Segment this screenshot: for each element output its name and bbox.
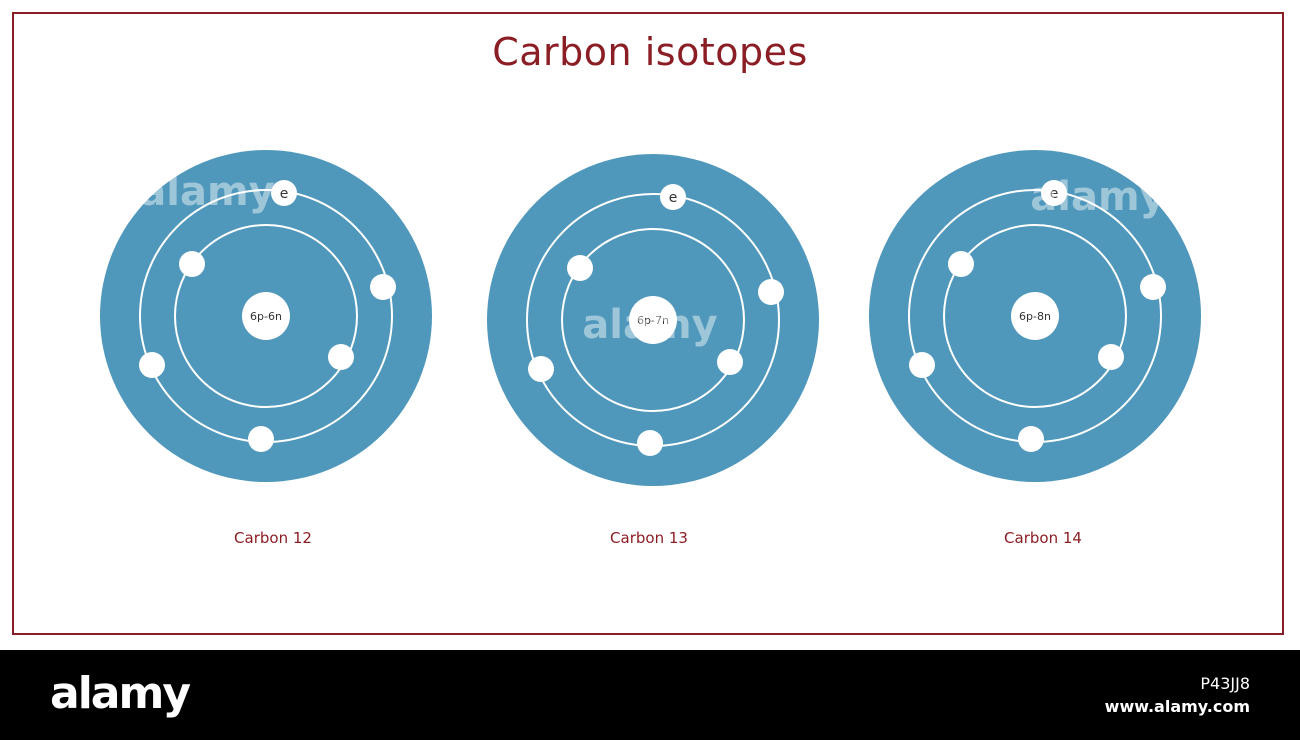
electron	[1041, 180, 1067, 206]
nucleus	[1011, 292, 1059, 340]
caption-carbon-14: Carbon 14	[1004, 529, 1082, 547]
caption-carbon-12: Carbon 12	[234, 529, 312, 547]
electron	[328, 344, 354, 370]
electron	[370, 274, 396, 300]
electron	[179, 251, 205, 277]
electron-label: e	[1050, 186, 1059, 202]
electron-label: e	[280, 186, 289, 202]
electron	[758, 279, 784, 305]
atom-carbon-14: 6p-8n e alamy	[869, 150, 1201, 482]
electron	[248, 426, 274, 452]
electron	[948, 251, 974, 277]
watermark: alamy	[582, 302, 717, 348]
nucleus-label: 6p-8n	[1019, 310, 1051, 323]
electron	[1018, 426, 1044, 452]
electron	[637, 430, 663, 456]
atom-carbon-12: 6p-6n e alamy	[100, 150, 432, 482]
electron-label: e	[669, 190, 678, 206]
inner-orbit	[561, 228, 745, 412]
electron	[660, 184, 686, 210]
electron	[1140, 274, 1166, 300]
inner-orbit	[943, 224, 1127, 408]
electron	[528, 356, 554, 382]
nucleus	[629, 296, 677, 344]
inner-orbit	[174, 224, 358, 408]
atoms-canvas: 6p-6n e alamy 6p-7n e alamy 6p-8n e	[100, 150, 1201, 486]
atom-carbon-13: 6p-7n e alamy	[487, 154, 819, 486]
electron	[271, 180, 297, 206]
footer-logo: alamy	[50, 668, 191, 719]
electron	[139, 352, 165, 378]
caption-carbon-13: Carbon 13	[610, 529, 688, 547]
watermark: alamy	[139, 169, 274, 215]
electron	[909, 352, 935, 378]
electron	[1098, 344, 1124, 370]
nucleus-label: 6p-6n	[250, 310, 282, 323]
image-code: P43JJ8	[1200, 674, 1250, 693]
watermark: alamy	[1030, 174, 1165, 220]
nucleus-label: 6p-7n	[637, 314, 669, 327]
electron	[567, 255, 593, 281]
footer-bar: alamy P43JJ8 www.alamy.com	[0, 650, 1300, 740]
footer-url[interactable]: www.alamy.com	[1104, 697, 1250, 716]
electron	[717, 349, 743, 375]
nucleus	[242, 292, 290, 340]
diagram-title: Carbon isotopes	[492, 30, 808, 74]
